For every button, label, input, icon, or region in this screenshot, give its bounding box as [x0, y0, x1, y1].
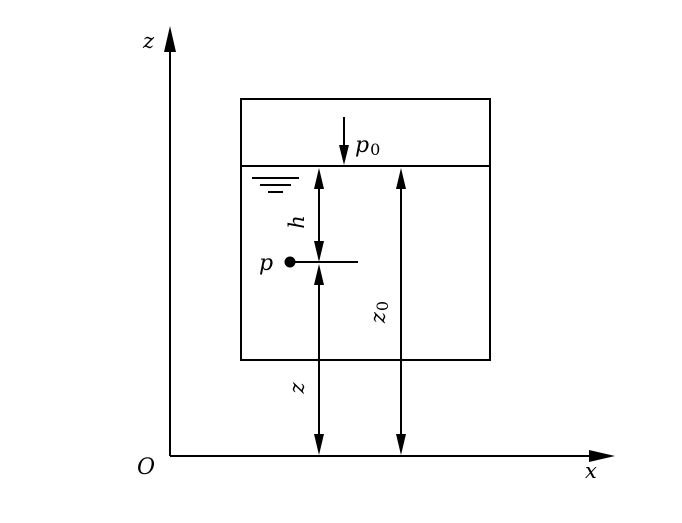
free-surface-symbol	[252, 177, 299, 193]
coordinate-axes: z x O	[137, 26, 615, 483]
z-axis-label: z	[142, 29, 155, 53]
surface-height-label: z0	[366, 301, 392, 324]
x-axis-arrowhead	[589, 450, 615, 462]
x-axis-label: x	[585, 459, 597, 483]
point-height-label: z	[285, 382, 309, 395]
z-axis-arrowhead	[164, 26, 176, 52]
point-pressure-label: p	[259, 251, 273, 276]
point-height-arrow: z	[285, 264, 324, 455]
surface-pressure-arrow: p0	[339, 117, 380, 165]
point-p: p	[259, 251, 358, 276]
surface-pressure-label: p0	[355, 133, 380, 159]
origin-label: O	[137, 455, 155, 480]
container-outline	[240, 98, 491, 361]
surface-height-arrow: z0	[366, 168, 406, 455]
depth-label: h	[285, 215, 309, 229]
depth-arrow: h	[285, 168, 324, 262]
container	[240, 98, 491, 361]
